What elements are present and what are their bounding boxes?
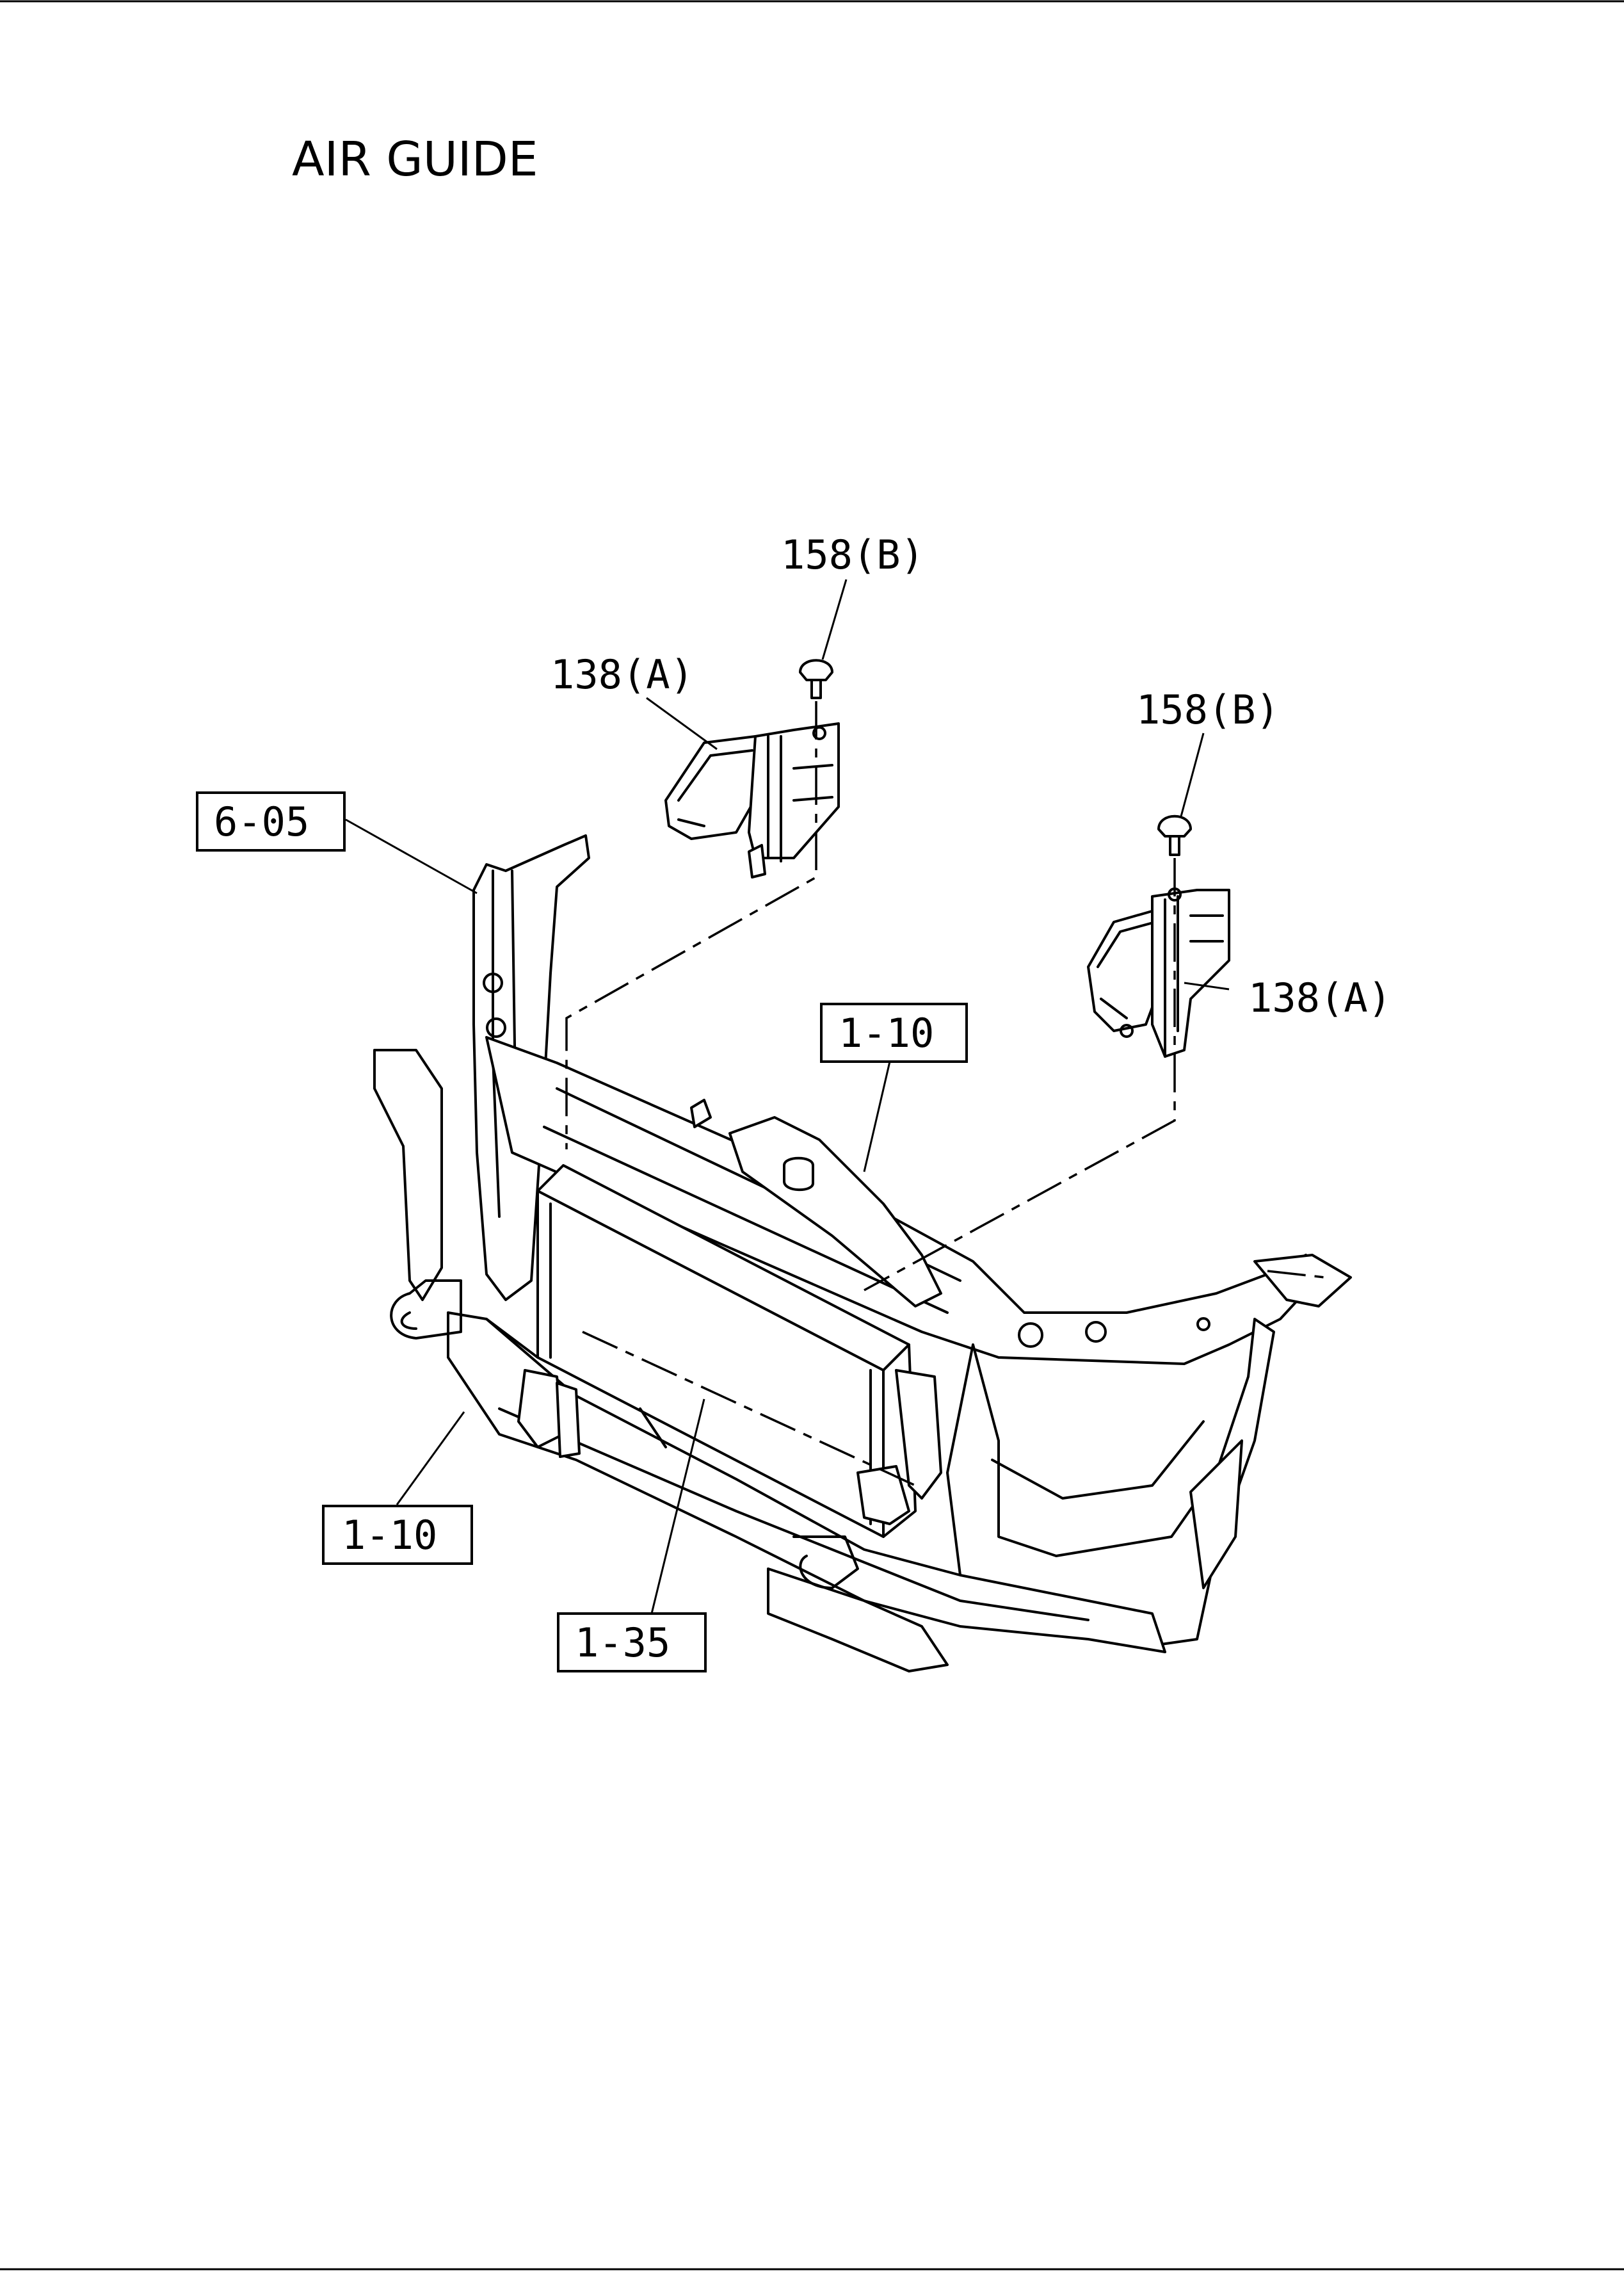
label-158b-right: 158(B) [1136, 686, 1280, 733]
radiator-support-frame [373, 834, 1352, 1672]
radiator-core [485, 1099, 942, 1589]
box-1-35 [557, 1612, 707, 1672]
clip-158b-right [1157, 814, 1192, 856]
assembly-lines [565, 701, 1176, 1487]
label-6-05: 6-05 [214, 798, 309, 845]
label-158b-left: 158(B) [781, 531, 924, 578]
label-138a-right: 138(A) [1248, 975, 1392, 1021]
label-1-10-bottom: 1-10 [342, 1512, 437, 1558]
label-1-10-top: 1-10 [839, 1010, 934, 1057]
label-138a-left: 138(A) [551, 651, 694, 698]
box-1-10-bottom [322, 1505, 473, 1565]
leader-lines [345, 579, 1230, 1614]
box-6-05 [196, 791, 346, 852]
clip-158b-left [799, 659, 833, 699]
box-1-10-top [820, 1003, 968, 1063]
label-1-35: 1-35 [575, 1619, 670, 1666]
air-guide-right [1087, 887, 1230, 1058]
air-guide-left [664, 722, 840, 878]
callout-labels: 158(B) 138(A) 158(B) 138(A) 6-05 1-10 1-… [196, 531, 1392, 1672]
diagram-title: AIR GUIDE [292, 132, 538, 187]
